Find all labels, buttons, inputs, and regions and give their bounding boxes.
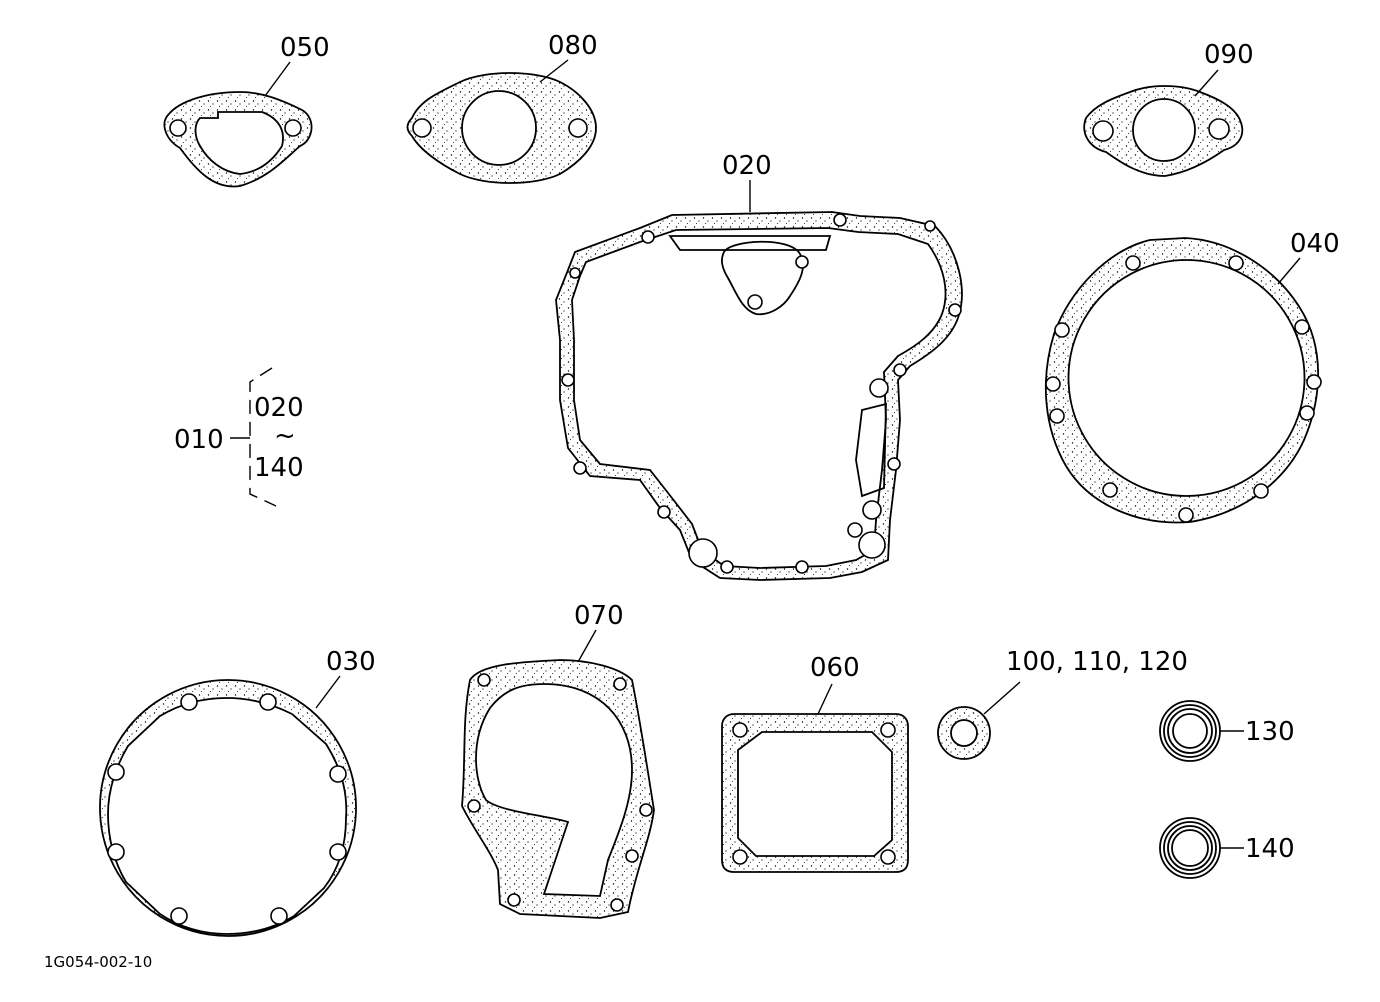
label-030: 030 bbox=[326, 647, 376, 677]
group-range-end: 140 bbox=[254, 453, 304, 483]
label-050: 050 bbox=[280, 33, 330, 63]
gasket-070[interactable]: 070 bbox=[461, 601, 655, 919]
label-140: 140 bbox=[1245, 834, 1295, 864]
group-range-tilde: ~ bbox=[274, 421, 296, 451]
gasket-050[interactable]: 050 bbox=[163, 33, 330, 188]
label-070: 070 bbox=[574, 601, 624, 631]
group-010: 010 020 ~ 140 bbox=[174, 367, 304, 507]
label-060: 060 bbox=[810, 653, 860, 683]
gasket-090[interactable]: 090 bbox=[1083, 40, 1254, 177]
label-020: 020 bbox=[722, 151, 772, 181]
oil-seal-140[interactable]: 140 bbox=[1159, 817, 1295, 879]
gasket-030[interactable]: 030 bbox=[99, 647, 376, 937]
label-080: 080 bbox=[548, 31, 598, 61]
gasket-020[interactable]: 020 bbox=[555, 151, 963, 581]
gasket-080[interactable]: 080 bbox=[406, 31, 598, 184]
label-090: 090 bbox=[1204, 40, 1254, 70]
group-range-start: 020 bbox=[254, 393, 304, 423]
gasket-060[interactable]: 060 bbox=[721, 653, 909, 873]
washer-100-110-120[interactable]: 100, 110, 120 bbox=[937, 647, 1188, 760]
label-130: 130 bbox=[1245, 717, 1295, 747]
oil-seal-130[interactable]: 130 bbox=[1159, 700, 1295, 762]
label-040: 040 bbox=[1290, 229, 1340, 259]
group-parent-label: 010 bbox=[174, 425, 224, 455]
drawing-code: 1G054-002-10 bbox=[44, 953, 152, 971]
gasket-040[interactable]: 040 bbox=[1044, 229, 1340, 524]
label-100-110-120: 100, 110, 120 bbox=[1006, 647, 1188, 677]
